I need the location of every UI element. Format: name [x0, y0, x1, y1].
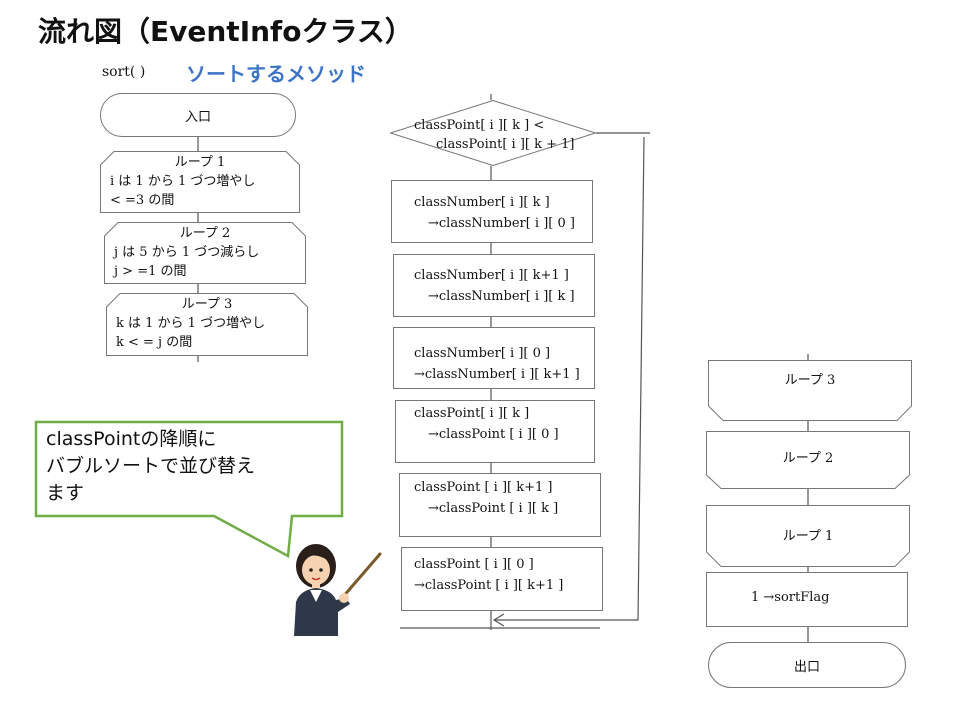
- start-terminal: 入口: [100, 93, 296, 137]
- loop3-end-label: ループ 3: [784, 373, 836, 388]
- callout-line1: classPointの降順に: [46, 428, 217, 450]
- step4-line1: classPoint[ i ][ k ]: [414, 406, 530, 421]
- merge-arrowhead: [492, 613, 505, 627]
- loop1-header: ループ 1: [174, 155, 226, 170]
- process-step-4: classPoint[ i ][ k ] →classPoint [ i ][ …: [395, 400, 595, 463]
- teacher-pointer-illustration: [294, 544, 382, 636]
- loop2-line1: j は 5 から 1 づつ減らし: [114, 245, 260, 260]
- assign-label: 1 →sortFlag: [751, 590, 830, 605]
- step5-line2: →classPoint [ i ][ k ]: [428, 501, 559, 516]
- callout-line3: ます: [46, 482, 85, 504]
- assign-sortflag: 1 →sortFlag: [706, 572, 908, 627]
- loop3-header: ループ 3: [181, 297, 233, 312]
- step6-line1: classPoint [ i ][ 0 ]: [414, 557, 534, 572]
- end-label: 出口: [793, 659, 820, 675]
- loop3-start: ループ 3 k は 1 から 1 づつ増やし k < = j の間: [106, 293, 308, 356]
- callout-line2: バブルソートで並び替え: [46, 455, 256, 477]
- step4-line2: →classPoint [ i ][ 0 ]: [428, 427, 559, 442]
- compare-decision: classPoint[ i ][ k ] < classPoint[ i ][ …: [390, 100, 596, 166]
- loop2-start: ループ 2 j は 5 から 1 づつ減らし j > =1 の間: [104, 222, 306, 284]
- end-terminal: 出口: [708, 642, 906, 688]
- process-step-2: classNumber[ i ][ k+1 ] →classNumber[ i …: [393, 254, 595, 317]
- loop2-line2: j > =1 の間: [114, 264, 187, 279]
- page-title: 流れ図（EventInfoクラス）: [38, 15, 413, 48]
- loop2-end-label: ループ 2: [782, 451, 834, 466]
- step3-line2: →classNumber[ i ][ k+1 ]: [414, 367, 580, 382]
- process-step-6: classPoint [ i ][ 0 ] →classPoint [ i ][…: [401, 547, 603, 611]
- loop3-end: ループ 3: [708, 360, 912, 421]
- step2-line2: →classNumber[ i ][ k ]: [428, 289, 575, 304]
- loop3-line2: k < = j の間: [116, 335, 193, 350]
- step1-line2: →classNumber[ i ][ 0 ]: [428, 216, 575, 231]
- loop1-line2: < =3 の間: [110, 193, 175, 208]
- condition-line2: classPoint[ i ][ k + 1]: [436, 137, 575, 152]
- process-step-5: classPoint [ i ][ k+1 ] →classPoint [ i …: [399, 473, 601, 537]
- process-step-3: classNumber[ i ][ 0 ] →classNumber[ i ][…: [393, 327, 595, 389]
- loop2-header: ループ 2: [179, 226, 231, 241]
- step3-line1: classNumber[ i ][ 0 ]: [414, 346, 551, 361]
- loop1-end-label: ループ 1: [782, 529, 834, 544]
- method-description: ソートするメソッド: [186, 62, 366, 86]
- connector-no-branch-return: [494, 136, 645, 621]
- method-name: sort( ): [102, 64, 146, 80]
- step1-line1: classNumber[ i ][ k ]: [414, 195, 550, 210]
- callout-text: classPointの降順に バブルソートで並び替え ます: [46, 426, 336, 507]
- loop1-start: ループ 1 i は 1 から 1 づつ増やし < =3 の間: [100, 151, 300, 213]
- step6-line2: →classPoint [ i ][ k+1 ]: [414, 578, 564, 593]
- condition-line1: classPoint[ i ][ k ] <: [414, 118, 545, 133]
- step2-line1: classNumber[ i ][ k+1 ]: [414, 268, 569, 283]
- step5-line1: classPoint [ i ][ k+1 ]: [414, 480, 553, 495]
- speech-bubble: [34, 420, 344, 558]
- process-step-1: classNumber[ i ][ k ] →classNumber[ i ][…: [391, 180, 593, 243]
- loop1-line1: i は 1 から 1 づつ増やし: [110, 174, 256, 189]
- loop2-end: ループ 2: [706, 431, 910, 489]
- start-label: 入口: [184, 109, 211, 125]
- loop1-end: ループ 1: [706, 505, 910, 567]
- loop3-line1: k は 1 から 1 づつ増やし: [116, 316, 266, 331]
